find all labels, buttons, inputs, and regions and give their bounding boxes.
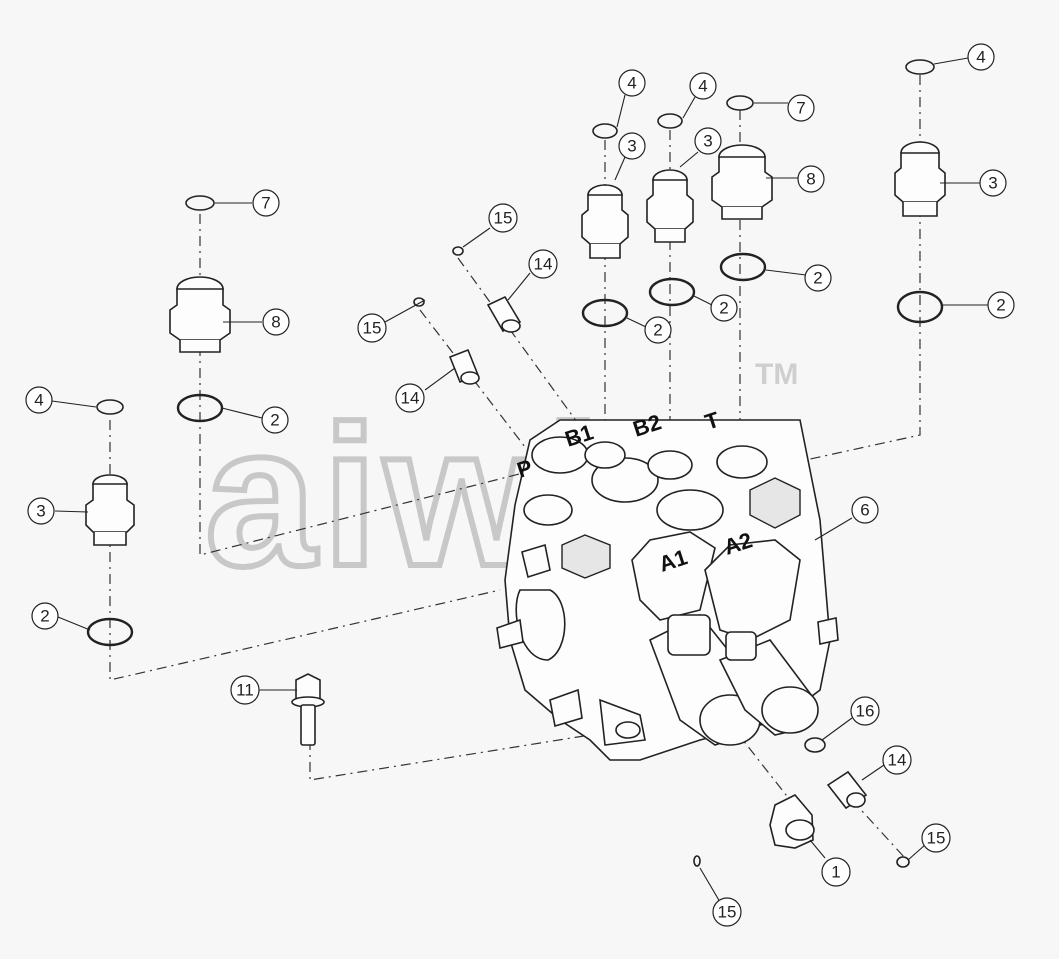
svg-text:4: 4 bbox=[698, 77, 707, 96]
callout-1: 1 bbox=[821, 857, 851, 887]
adapter-8-top bbox=[711, 144, 773, 220]
svg-text:15: 15 bbox=[927, 829, 946, 848]
svg-text:16: 16 bbox=[856, 702, 875, 721]
oring-4-top1 bbox=[592, 123, 618, 139]
callout-14-a: 14 bbox=[528, 249, 558, 279]
leader-lines bbox=[51, 57, 988, 903]
elbow-fitting-1 bbox=[769, 794, 815, 849]
callout-8-left: 8 bbox=[262, 308, 290, 336]
solenoid-coils bbox=[648, 613, 819, 746]
seals bbox=[86, 59, 944, 868]
callout-3-top2: 3 bbox=[694, 127, 722, 155]
callout-14-c: 14 bbox=[882, 745, 912, 775]
svg-text:11: 11 bbox=[236, 681, 254, 700]
svg-text:7: 7 bbox=[261, 194, 270, 213]
svg-text:4: 4 bbox=[976, 48, 985, 67]
svg-text:3: 3 bbox=[703, 132, 712, 151]
svg-text:8: 8 bbox=[271, 313, 280, 332]
adapters bbox=[85, 141, 946, 546]
callout-15-c: 15 bbox=[921, 823, 951, 853]
body-side-fittings bbox=[496, 543, 839, 728]
callout-2-e: 2 bbox=[261, 406, 289, 434]
seal-15-d bbox=[693, 855, 701, 867]
seal-15-c bbox=[896, 856, 910, 868]
callout-7-left: 7 bbox=[252, 189, 280, 217]
oring-4-left bbox=[96, 399, 124, 415]
oring-2-top1 bbox=[581, 298, 629, 328]
callout-15-b: 15 bbox=[357, 313, 387, 343]
svg-text:4: 4 bbox=[627, 74, 636, 93]
callout-15-d: 15 bbox=[712, 897, 742, 927]
callout-8-top: 8 bbox=[797, 165, 825, 193]
svg-text:3: 3 bbox=[36, 502, 45, 521]
oring-2-top3 bbox=[719, 252, 767, 282]
svg-text:2: 2 bbox=[653, 321, 662, 340]
callout-2-b: 2 bbox=[710, 294, 738, 322]
callout-4-top1: 4 bbox=[618, 69, 646, 97]
svg-text:14: 14 bbox=[888, 751, 907, 770]
svg-text:15: 15 bbox=[718, 903, 737, 922]
svg-text:15: 15 bbox=[494, 209, 513, 228]
trademark-label: TM bbox=[755, 358, 798, 391]
callout-3-left: 3 bbox=[27, 497, 55, 525]
oring-4-top2 bbox=[657, 113, 683, 129]
seal-15-a bbox=[452, 246, 464, 256]
svg-text:8: 8 bbox=[806, 170, 815, 189]
callout-3-top1: 3 bbox=[618, 132, 646, 160]
callout-4-left: 4 bbox=[25, 386, 53, 414]
svg-text:14: 14 bbox=[534, 255, 553, 274]
callout-2-f: 2 bbox=[31, 602, 59, 630]
adapter-3-right bbox=[894, 141, 946, 217]
adapter-3-left bbox=[85, 474, 135, 546]
svg-text:2: 2 bbox=[719, 299, 728, 318]
callout-6: 6 bbox=[851, 496, 879, 524]
seal-15-b bbox=[413, 297, 425, 307]
callout-4-top2: 4 bbox=[689, 72, 717, 100]
callout-16: 16 bbox=[850, 696, 880, 726]
oring-7-left bbox=[185, 195, 215, 211]
fittings-14 bbox=[448, 295, 868, 810]
svg-text:6: 6 bbox=[860, 501, 869, 520]
svg-text:1: 1 bbox=[831, 863, 840, 882]
bolt-11 bbox=[291, 673, 325, 746]
svg-text:3: 3 bbox=[627, 137, 636, 156]
oring-2-right bbox=[896, 290, 944, 324]
svg-text:3: 3 bbox=[988, 174, 997, 193]
svg-text:2: 2 bbox=[270, 411, 279, 430]
seal-16 bbox=[804, 737, 826, 753]
callout-14-b: 14 bbox=[395, 383, 425, 413]
svg-text:2: 2 bbox=[40, 607, 49, 626]
oring-4-right bbox=[905, 59, 935, 75]
svg-text:4: 4 bbox=[34, 391, 43, 410]
adapter-3-top1 bbox=[581, 184, 629, 259]
oring-7-top bbox=[726, 95, 754, 111]
svg-text:15: 15 bbox=[363, 319, 382, 338]
oring-2-top2 bbox=[648, 277, 696, 307]
large-adapters bbox=[169, 144, 773, 353]
callout-7-top: 7 bbox=[787, 94, 815, 122]
svg-text:14: 14 bbox=[401, 389, 420, 408]
callout-2-c: 2 bbox=[804, 264, 832, 292]
adapter-8-left bbox=[169, 276, 231, 353]
callout-4-right: 4 bbox=[967, 43, 995, 71]
callouts: 4 4 4 4 7 7 3 3 3 3 8 8 15 15 15 15 14 1… bbox=[25, 43, 1015, 927]
adapter-3-top2 bbox=[646, 169, 694, 243]
callout-2-d: 2 bbox=[987, 291, 1015, 319]
callout-15-a: 15 bbox=[488, 203, 518, 233]
svg-text:2: 2 bbox=[813, 269, 822, 288]
oring-2-lower-left bbox=[86, 617, 134, 647]
svg-text:7: 7 bbox=[796, 99, 805, 118]
callout-2-a: 2 bbox=[644, 316, 672, 344]
callout-3-right: 3 bbox=[979, 169, 1007, 197]
svg-text:2: 2 bbox=[996, 296, 1005, 315]
callout-11: 11 bbox=[230, 675, 260, 705]
